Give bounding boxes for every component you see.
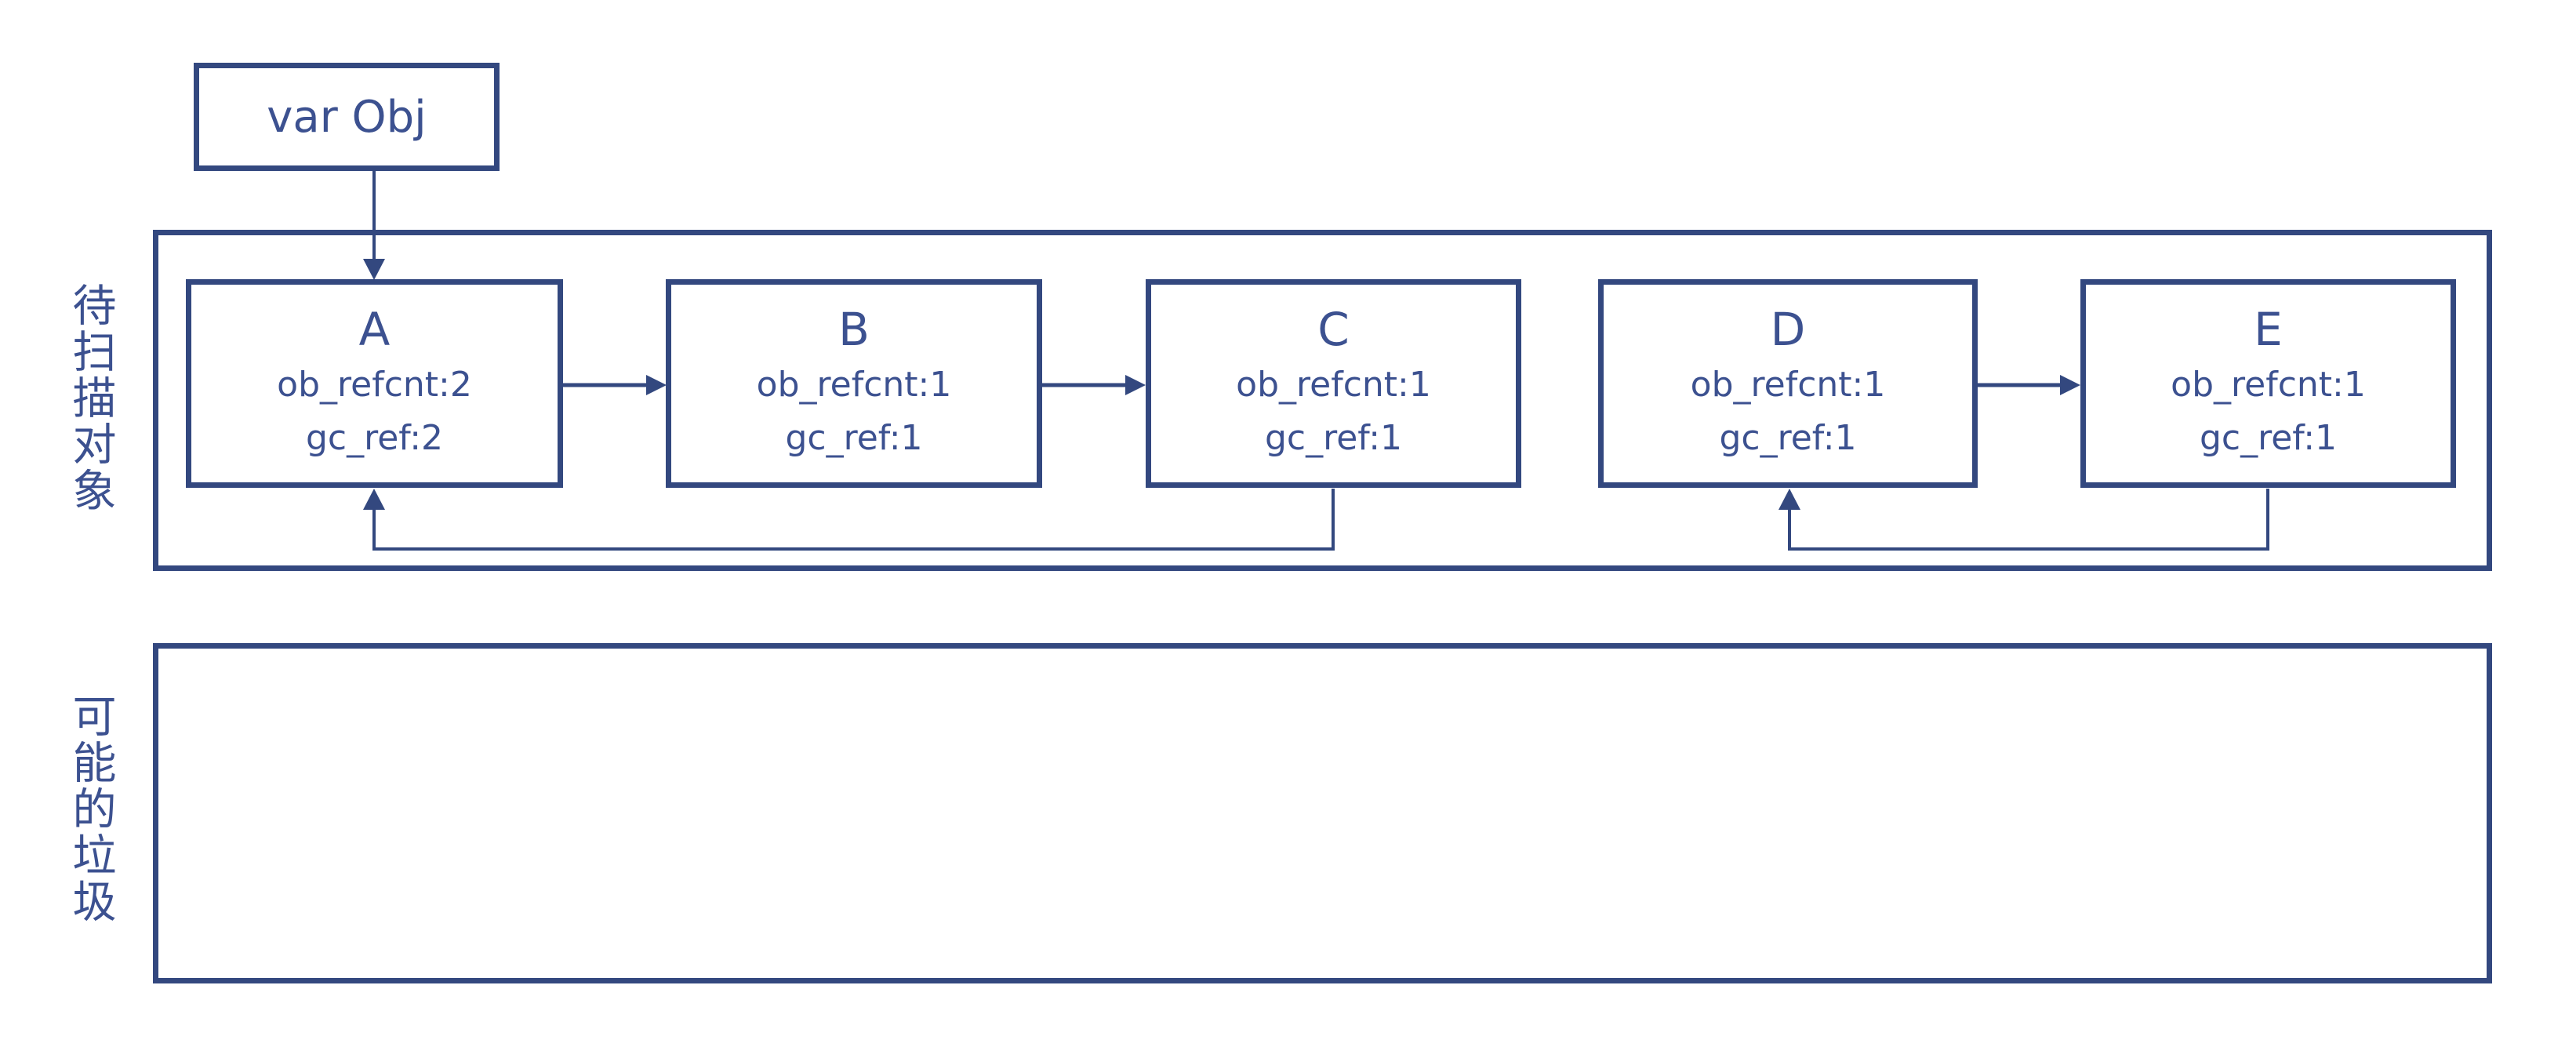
garbage-container <box>153 643 2492 983</box>
node-D-ob-refcnt: ob_refcnt:1 <box>1690 364 1886 405</box>
node-E-gc-ref: gc_ref:1 <box>2199 417 2338 458</box>
node-D-title: D <box>1770 303 1806 357</box>
node-E-title: E <box>2254 303 2283 357</box>
node-C-ob-refcnt: ob_refcnt:1 <box>1236 364 1431 405</box>
node-A-title: A <box>358 303 391 357</box>
scan-section-label: 待扫描对象 <box>65 282 116 514</box>
node-A-ob-refcnt: ob_refcnt:2 <box>277 364 472 405</box>
node-E-ob-refcnt: ob_refcnt:1 <box>2171 364 2366 405</box>
node-C-gc-ref: gc_ref:1 <box>1264 417 1403 458</box>
var-obj-label: var Obj <box>267 91 427 143</box>
var-obj-box: var Obj <box>194 63 500 171</box>
node-C-title: C <box>1317 303 1350 357</box>
node-B-ob-refcnt: ob_refcnt:1 <box>756 364 952 405</box>
node-D-gc-ref: gc_ref:1 <box>1719 417 1857 458</box>
node-A: A ob_refcnt:2 gc_ref:2 <box>186 279 563 488</box>
node-A-gc-ref: gc_ref:2 <box>305 417 444 458</box>
node-B: B ob_refcnt:1 gc_ref:1 <box>666 279 1042 488</box>
node-E: E ob_refcnt:1 gc_ref:1 <box>2080 279 2456 488</box>
node-B-gc-ref: gc_ref:1 <box>785 417 923 458</box>
node-C: C ob_refcnt:1 gc_ref:1 <box>1146 279 1521 488</box>
garbage-section-label: 可能的垃圾 <box>65 693 116 925</box>
scan-container <box>153 230 2492 571</box>
node-D: D ob_refcnt:1 gc_ref:1 <box>1598 279 1978 488</box>
node-B-title: B <box>838 303 870 357</box>
